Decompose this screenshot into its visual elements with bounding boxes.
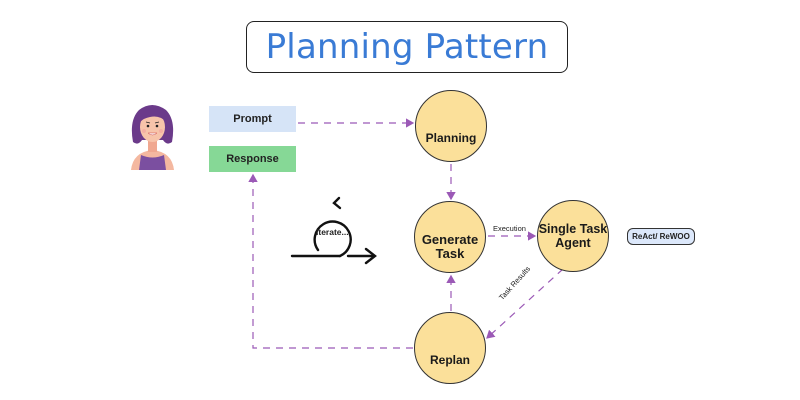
iterate-loop-icon (290, 196, 377, 265)
node-single-task-agent: Single Task Agent (537, 200, 609, 272)
prompt-box: Prompt (209, 106, 296, 132)
node-planning-label: Planning (425, 131, 477, 145)
diagram-title: Planning Pattern (246, 21, 568, 73)
node-agent-label-1: Single Task (538, 222, 608, 236)
edge-agent-to-replan (486, 268, 564, 339)
node-generate-task: Generate Task (414, 201, 486, 273)
node-planning: Planning (415, 90, 487, 162)
node-replan: Replan (414, 312, 486, 384)
react-rewoo-badge: ReAct/ ReWOO (627, 228, 695, 245)
woman-avatar-icon (131, 105, 174, 170)
iterate-label: Iterate... (316, 227, 349, 237)
node-agent-label-2: Agent (555, 236, 591, 250)
node-replan-label: Replan (429, 353, 470, 367)
response-box: Response (209, 146, 296, 172)
execution-label: Execution (493, 224, 526, 233)
node-generate-label-2: Task (435, 246, 465, 261)
node-generate-label-1: Generate (421, 232, 479, 247)
edge-replan-to-response (248, 173, 413, 349)
